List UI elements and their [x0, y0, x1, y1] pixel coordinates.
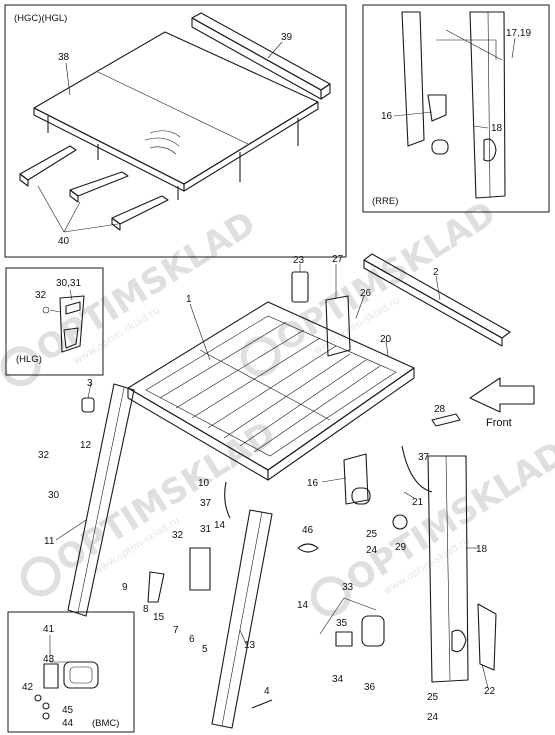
- front-label: Front: [486, 417, 512, 429]
- main-frame: [127, 301, 415, 481]
- callout-25-right: 25: [427, 692, 439, 703]
- bolt-4: [251, 699, 273, 709]
- callout-28: 28: [434, 404, 446, 415]
- callout-44: 44: [62, 718, 74, 729]
- callout-46: 46: [302, 525, 314, 536]
- leg-18: [427, 455, 469, 683]
- inset-rre: (RRE) 16 18 17,19: [362, 4, 550, 213]
- nut-29: [392, 514, 408, 530]
- bracket-8-9: [147, 547, 211, 603]
- leg-11: [67, 383, 135, 617]
- leader-lines: [55, 264, 489, 689]
- callout-29: 29: [395, 542, 407, 553]
- callout-7: 7: [173, 625, 179, 636]
- callout-10: 10: [198, 478, 210, 489]
- callout-17-19: 17,19: [506, 28, 531, 39]
- watermark-brand: OPTIMSKLAD: [49, 413, 283, 580]
- callout-39: 39: [281, 32, 293, 43]
- callout-16-rre: 16: [381, 111, 393, 122]
- bracket-16: [325, 295, 371, 505]
- callout-18: 18: [476, 544, 488, 555]
- callout-37-left: 37: [200, 498, 212, 509]
- plate-22: [477, 603, 497, 671]
- callout-3: 3: [87, 378, 93, 389]
- inset-hlg-label: (HLG): [16, 354, 42, 365]
- callout-5: 5: [202, 644, 208, 655]
- callout-38: 38: [58, 52, 70, 63]
- callout-12: 12: [80, 440, 92, 451]
- callout-11: 11: [44, 536, 55, 547]
- callout-16: 16: [307, 478, 319, 489]
- inset-bmc: (BMC) 41 43 42 45 44: [7, 611, 135, 733]
- callout-13: 13: [244, 640, 256, 651]
- leg-13: [211, 509, 273, 729]
- callout-9: 9: [122, 582, 128, 593]
- callout-24: 24: [366, 545, 378, 556]
- callout-41: 41: [43, 624, 55, 635]
- inset-rre-label: (RRE): [372, 196, 398, 207]
- callout-26: 26: [360, 288, 372, 299]
- callout-43: 43: [43, 654, 55, 665]
- callout-31: 31: [200, 524, 212, 535]
- callout-4: 4: [264, 686, 270, 697]
- callout-35: 35: [336, 618, 348, 629]
- callout-18-rre: 18: [491, 123, 503, 134]
- handle-37: [224, 445, 433, 519]
- pedal-23: [291, 271, 309, 303]
- callout-27: 27: [332, 254, 344, 265]
- callout-6: 6: [189, 634, 195, 645]
- callout-8: 8: [143, 604, 149, 615]
- inset-hgc-hgl-label: (HGC)(HGL): [14, 13, 67, 24]
- callout-32-mid: 32: [172, 530, 184, 541]
- callout-14-right: 14: [297, 600, 309, 611]
- callout-32-hlg: 32: [35, 290, 47, 301]
- callout-22: 22: [484, 686, 496, 697]
- callout-21: 21: [412, 497, 424, 508]
- callout-30-31: 30,31: [56, 278, 81, 289]
- callout-33: 33: [342, 582, 354, 593]
- wedge-pieces-40: [19, 145, 169, 231]
- callout-15: 15: [153, 612, 165, 623]
- front-arrow: Front: [469, 377, 535, 429]
- bar-part-39: [191, 12, 331, 100]
- callout-2: 2: [433, 267, 439, 278]
- callout-45: 45: [62, 705, 74, 716]
- callout-14-left: 14: [214, 520, 226, 531]
- cap-3: [81, 397, 95, 413]
- bar-part-2: [363, 253, 511, 347]
- callout-36: 36: [364, 682, 376, 693]
- inset-hgc-hgl: (HGC)(HGL): [4, 4, 347, 258]
- callout-24-right: 24: [427, 712, 439, 723]
- strip-28: [431, 413, 461, 427]
- watermark: OPTIMSKLAD www.optim-sklad.ru OPTIMSKLAD…: [0, 193, 555, 617]
- callout-1: 1: [186, 294, 192, 305]
- callout-20: 20: [380, 334, 392, 345]
- inset-hlg: (HLG) 30,31 32: [5, 267, 104, 376]
- callout-23: 23: [293, 255, 305, 266]
- inset-bmc-label: (BMC): [92, 718, 119, 729]
- callouts: 1 2 3 4 5 6 7 8 9 10 11 12 13 14 14 15 1…: [38, 254, 496, 723]
- callout-34: 34: [332, 674, 344, 685]
- callout-32-left: 32: [38, 450, 50, 461]
- callout-30: 30: [48, 490, 60, 501]
- callout-42: 42: [22, 682, 34, 693]
- table-board: [33, 31, 319, 200]
- wing-nut-46: [297, 543, 319, 553]
- mirror-33: [335, 615, 385, 647]
- callout-37-right: 37: [418, 452, 430, 463]
- callout-40: 40: [58, 236, 70, 247]
- callout-25: 25: [366, 529, 378, 540]
